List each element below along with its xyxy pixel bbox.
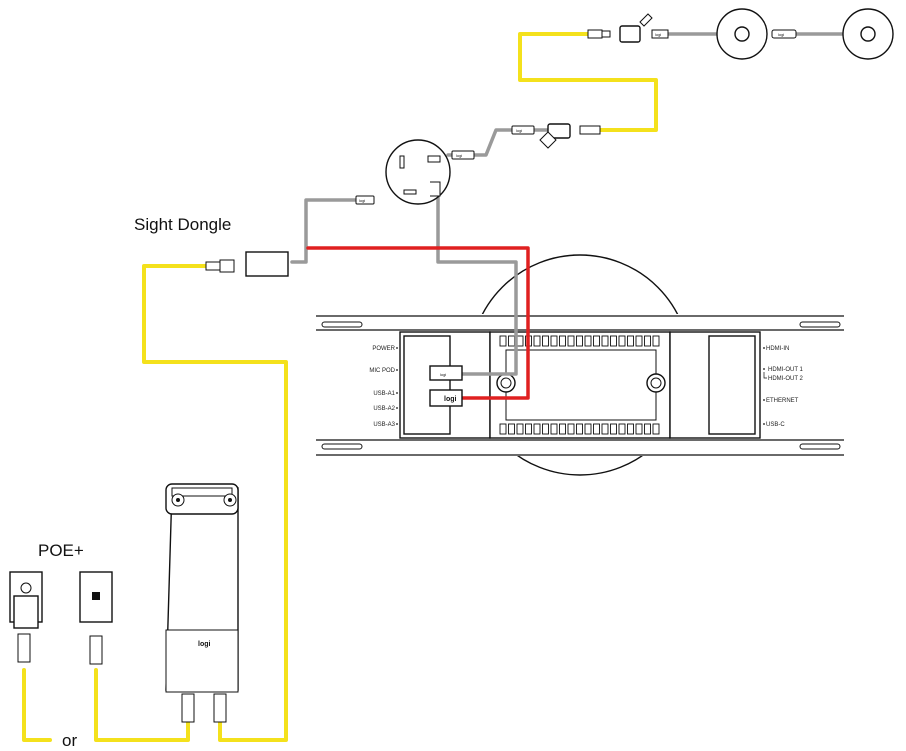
port-label-usb-a2: USB-A2 — [373, 406, 395, 412]
port-label-hdmi-out-1: HDMI-OUT 1 — [768, 367, 804, 373]
port-label-power: POWER — [372, 346, 395, 352]
mic-connector-icon — [771, 29, 797, 39]
rj45-connector-icon — [205, 261, 221, 271]
vent-slot — [516, 335, 524, 347]
svg-text:logi: logi — [440, 372, 446, 377]
svg-text:logi: logi — [655, 32, 661, 37]
vent-slot — [644, 423, 651, 435]
vent-row-bottom — [499, 423, 660, 435]
sight-dongle-box — [245, 251, 289, 277]
rj45-connector-icon — [89, 635, 103, 665]
vent-slot — [593, 423, 600, 435]
port-label-usb-a1: USB-A1 — [373, 391, 395, 397]
mic-extension-cable — [518, 32, 658, 132]
port-label-mic-pod: MIC POD — [369, 368, 395, 374]
vent-slot — [559, 423, 566, 435]
port-label-hdmi-in: HDMI-IN — [766, 346, 789, 352]
vent-slot — [593, 335, 600, 347]
vent-slot — [559, 335, 566, 347]
mic-pod-2 — [842, 8, 894, 60]
mic-connectors-top: logi logi — [587, 13, 797, 43]
vent-slot — [652, 335, 660, 347]
mic-pod-cable — [436, 194, 518, 376]
mic-connector-icon — [355, 195, 375, 205]
port-label-usb-a3: USB-A3 — [373, 422, 395, 428]
or-label: or — [62, 731, 77, 750]
sight-dongle-label: Sight Dongle — [134, 215, 231, 234]
vent-slot — [618, 423, 626, 435]
rj45-connector-icon — [181, 693, 195, 723]
svg-text:logi: logi — [444, 396, 456, 403]
poe-label: POE+ — [38, 541, 84, 560]
rj45-connector-icon — [213, 693, 227, 723]
camera-logo: logi — [198, 641, 210, 648]
mic-connectors-hub: logi logi logi — [355, 123, 601, 205]
bar-plugs: logi logi — [429, 365, 463, 407]
vent-slot — [516, 423, 524, 435]
mic-connector-icon — [511, 125, 535, 135]
vent-slot — [644, 335, 651, 347]
svg-text:logi: logi — [516, 128, 522, 133]
vent-slot — [550, 423, 558, 435]
vent-slot — [499, 423, 507, 435]
vent-slot — [542, 335, 549, 347]
sight-dongle: Sight Dongle — [134, 215, 289, 277]
vent-slot — [576, 335, 583, 347]
poe-cable-outlet — [22, 668, 52, 742]
mic-pod-1 — [716, 8, 768, 60]
port-label-ethernet: ETHERNET — [766, 398, 799, 404]
vent-slot — [533, 423, 541, 435]
sight-camera: logi — [165, 483, 239, 723]
vent-slot — [508, 423, 515, 435]
vent-slot — [610, 335, 617, 347]
vent-slot — [499, 335, 507, 347]
usb-connector-icon — [429, 389, 463, 407]
poe-outlets: POE+ or — [9, 541, 113, 750]
mic-splitter-icon — [619, 25, 641, 43]
dongle-hub-cable — [290, 198, 358, 264]
mic-connector-icon — [451, 150, 475, 160]
vent-slot — [601, 423, 609, 435]
mic-pod-plug-icon — [429, 365, 463, 381]
vent-slot — [567, 335, 575, 347]
vent-slot — [635, 335, 643, 347]
right-port-panel — [708, 335, 756, 435]
port-label-hdmi-out-2: HDMI-OUT 2 — [768, 376, 804, 382]
vent-slot — [584, 423, 592, 435]
left-port-panel — [403, 335, 451, 435]
vent-slot — [550, 335, 558, 347]
mic-splitter-icon — [547, 123, 571, 139]
port-label-usb-c: USB-C — [766, 422, 785, 428]
poe-cable-jack — [94, 668, 190, 742]
vent-slot — [584, 335, 592, 347]
svg-text:logi: logi — [456, 153, 462, 158]
rj45-connector-icon — [17, 633, 31, 663]
vent-slot — [533, 335, 541, 347]
vent-slot — [576, 423, 583, 435]
vent-slot — [652, 423, 660, 435]
svg-text:logi: logi — [359, 198, 365, 203]
vent-slot — [635, 423, 643, 435]
svg-text:logi: logi — [778, 32, 784, 37]
dongle-ethernet-cable — [142, 264, 288, 742]
vent-slot — [610, 423, 617, 435]
rally-bar: POWER MIC POD USB-A1 USB-A2 USB-A3 HDMI-… — [316, 254, 844, 476]
vent-slot — [618, 335, 626, 347]
vent-slot — [601, 335, 609, 347]
vent-slot — [542, 423, 549, 435]
vent-slot — [525, 423, 532, 435]
vent-slot — [508, 335, 515, 347]
vent-slot — [567, 423, 575, 435]
usb-cable — [306, 246, 530, 400]
vent-slot — [627, 423, 634, 435]
vent-slot — [627, 335, 634, 347]
mic-pod-hub — [385, 139, 451, 205]
mic-connector-icon — [651, 29, 669, 39]
